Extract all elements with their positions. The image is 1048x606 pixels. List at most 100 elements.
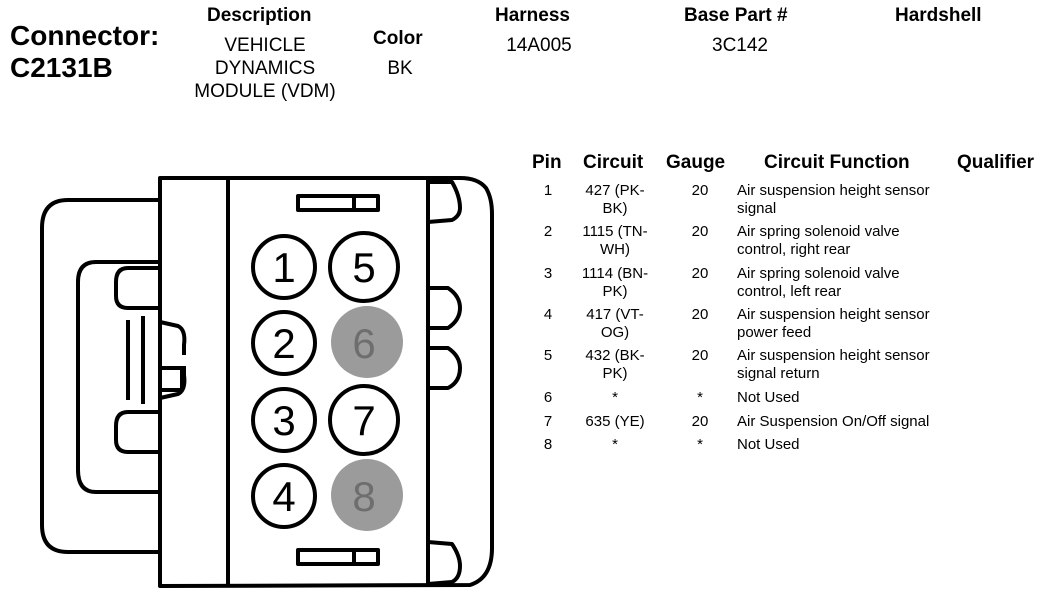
latch-hook-top — [159, 320, 187, 355]
function-line: Air spring solenoid valve — [737, 265, 900, 282]
circuit-line: OG) — [600, 324, 630, 341]
description-header: Description — [207, 5, 312, 26]
pin-cell: 5 — [543, 347, 553, 364]
pin-number-label: 6 — [352, 320, 375, 367]
circuit-line: 635 (YE) — [585, 413, 645, 430]
function-line: Not Used — [737, 389, 800, 406]
circuit-line: BK) — [602, 200, 628, 217]
pin-cavity-circle — [251, 234, 317, 300]
connector-diagram: 1 5 2 6 3 7 4 8 — [40, 176, 494, 588]
pin-cavity-circle — [251, 463, 317, 529]
pin-number-label: 8 — [352, 473, 375, 520]
function-cell: Not Used — [737, 389, 967, 407]
column-header-qualifier: Qualifier — [957, 152, 1035, 173]
pin-cavity-circle — [328, 384, 400, 456]
connector-id: C2131B — [10, 52, 113, 83]
pin-cavity-circle — [251, 387, 317, 453]
pin-cavity-unused — [331, 459, 403, 531]
lock-tab — [158, 366, 184, 392]
pin-cell: 4 — [543, 306, 553, 323]
side-bump — [427, 180, 462, 224]
circuit-cell: 417 (VT-OG) — [578, 306, 652, 342]
pin-cavity-7: 7 — [328, 384, 400, 456]
side-bump — [428, 286, 462, 330]
function-cell: Not Used — [737, 436, 967, 454]
pin-cavity-6: 6 — [331, 306, 403, 378]
keying-slot-bottom — [296, 548, 380, 566]
pin-cavity-circle — [251, 310, 317, 376]
description-value: VEHICLE DYNAMICS MODULE (VDM) — [170, 34, 360, 103]
circuit-line: * — [612, 389, 618, 406]
circuit-cell: 635 (YE) — [578, 413, 652, 431]
keying-slot-top — [296, 194, 380, 212]
circuit-line: 1115 (TN- — [582, 223, 648, 240]
gauge-cell: 20 — [691, 265, 709, 282]
description-line-2: DYNAMICS — [214, 58, 316, 79]
pin-cavity-unused — [331, 306, 403, 378]
color-value: BK — [387, 58, 413, 79]
gauge-cell: 20 — [691, 306, 709, 323]
function-cell: Air Suspension On/Off signal — [737, 413, 967, 431]
side-bump — [427, 540, 462, 586]
circuit-line: 417 (VT- — [586, 306, 644, 323]
harness-value: 14A005 — [506, 35, 572, 56]
circuit-cell: 1114 (BN-PK) — [578, 265, 652, 301]
pin-cavity-1: 1 — [251, 234, 317, 300]
circuit-line: PK) — [602, 365, 628, 382]
harness-header: Harness — [495, 5, 570, 26]
connector-label: Connector: — [10, 20, 160, 51]
pin-cell: 6 — [543, 389, 553, 406]
circuit-cell: * — [578, 389, 652, 407]
gauge-cell: 20 — [691, 347, 709, 364]
function-line: power feed — [737, 324, 812, 341]
pin-cavity-4: 4 — [251, 463, 317, 529]
pin-number-label: 3 — [272, 397, 295, 444]
column-header-circuit-function: Circuit Function — [764, 152, 910, 173]
circuit-line: * — [612, 436, 618, 453]
side-bump — [428, 346, 462, 390]
column-header-pin: Pin — [532, 152, 562, 173]
pin-number-label: 4 — [272, 473, 295, 520]
circuit-cell: 1115 (TN-WH) — [578, 223, 652, 259]
function-line: Air spring solenoid valve — [737, 223, 900, 240]
pin-number-label: 5 — [352, 244, 375, 291]
latch-outline — [40, 178, 162, 586]
pin-cavities: 1 5 2 6 3 7 4 8 — [251, 231, 403, 531]
latch-prong-top — [114, 266, 160, 310]
pin-cavity-circle — [328, 231, 400, 303]
description-line-1: VEHICLE — [224, 35, 306, 56]
function-line: Air Suspension On/Off signal — [737, 413, 930, 430]
description-line-3: MODULE (VDM) — [194, 81, 336, 102]
pin-cavity-3: 3 — [251, 387, 317, 453]
gauge-cell: * — [697, 389, 703, 406]
function-line: control, right rear — [737, 241, 851, 258]
pin-number-label: 7 — [352, 397, 375, 444]
pin-cavity-5: 5 — [328, 231, 400, 303]
pin-cell: 2 — [543, 223, 553, 240]
circuit-cell: 427 (PK-BK) — [578, 182, 652, 218]
gauge-cell: * — [697, 436, 703, 453]
circuit-line: 432 (BK- — [585, 347, 645, 364]
pin-number-label: 1 — [272, 244, 295, 291]
circuit-line: 1114 (BN- — [581, 265, 649, 282]
circuit-cell: * — [578, 436, 652, 454]
function-line: control, left rear — [737, 283, 842, 300]
pin-cavity-8: 8 — [331, 459, 403, 531]
function-line: Air suspension height sensor — [737, 182, 930, 199]
function-line: Air suspension height sensor — [737, 306, 930, 323]
connector-body — [158, 176, 494, 588]
base-part-value: 3C142 — [712, 35, 768, 56]
circuit-cell: 432 (BK-PK) — [578, 347, 652, 383]
pin-cell: 1 — [543, 182, 553, 199]
pin-cavity-2: 2 — [251, 310, 317, 376]
column-header-gauge: Gauge — [666, 152, 726, 173]
circuit-line: 427 (PK- — [585, 182, 645, 199]
hardshell-header: Hardshell — [895, 5, 982, 26]
latch-inner-outline — [76, 260, 160, 494]
gauge-cell: 20 — [691, 223, 709, 240]
pin-cell: 7 — [543, 413, 553, 430]
